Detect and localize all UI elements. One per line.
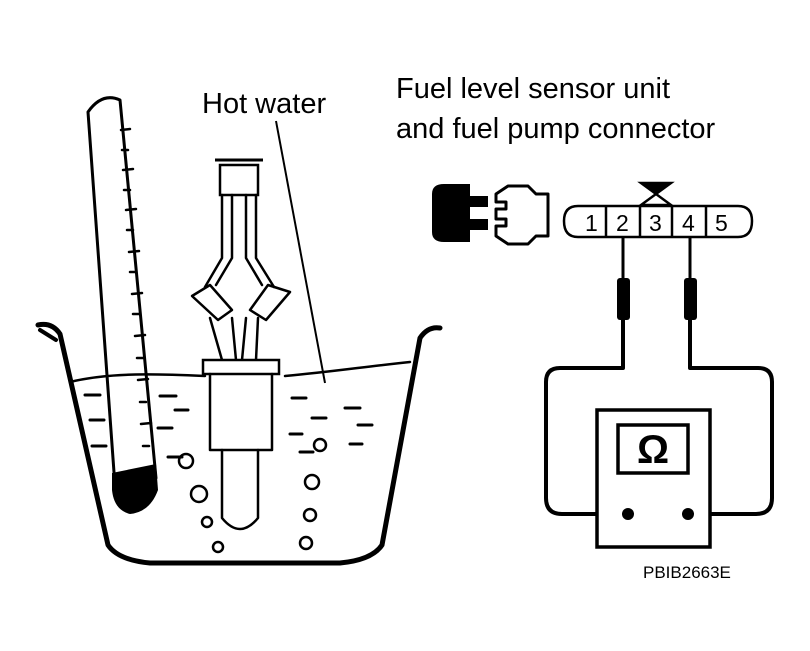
connector-title-line2: and fuel pump connector bbox=[396, 113, 716, 145]
test-leads bbox=[544, 238, 774, 516]
ohmmeter-display bbox=[616, 423, 690, 475]
pin-4-label: 4 bbox=[682, 210, 695, 236]
bubbles bbox=[177, 437, 328, 554]
figure-code: PBIB2663E bbox=[643, 563, 731, 582]
ohmmeter-terminal-left bbox=[622, 508, 634, 520]
connector-title-line1: Fuel level sensor unit bbox=[396, 73, 670, 105]
connector-icon bbox=[432, 184, 550, 246]
ohmmeter: Ω bbox=[595, 408, 712, 549]
hot-water-label: Hot water bbox=[202, 88, 326, 120]
ohmmeter-terminal-right bbox=[682, 508, 694, 520]
pin-5-label: 5 bbox=[715, 210, 728, 236]
pin-3-label: 3 bbox=[649, 210, 662, 236]
hot-water-leader bbox=[275, 120, 326, 384]
probe-right bbox=[684, 278, 697, 320]
ohm-symbol-icon: Ω bbox=[637, 428, 669, 472]
pin-1-label: 1 bbox=[585, 210, 598, 236]
thermometer bbox=[86, 96, 158, 514]
water-surface bbox=[68, 360, 412, 459]
beaker bbox=[35, 321, 443, 566]
probe-left bbox=[617, 278, 630, 320]
fuel-level-sensor-unit bbox=[190, 158, 292, 531]
pin-2-label: 2 bbox=[616, 210, 629, 236]
connector-pin-face: 1 2 3 4 5 bbox=[562, 181, 754, 239]
